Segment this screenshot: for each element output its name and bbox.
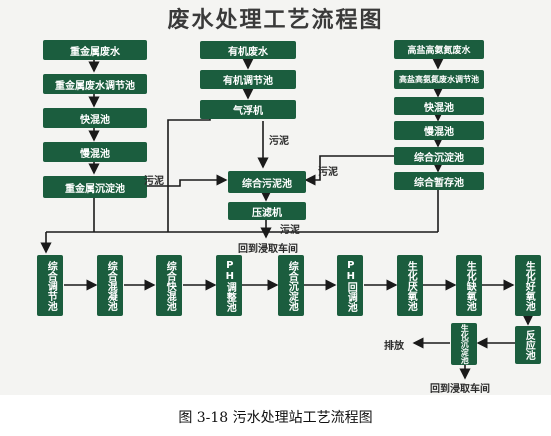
rapid-mixing-tank-right-box: 快混池 xyxy=(394,97,484,115)
comprehensive-sedimentation-tank-bottom-box: 综合沉淀池 xyxy=(278,255,304,316)
high-salt-ammonia-equalization-tank-box: 高盐高氨氮废水调节池 xyxy=(394,70,484,89)
sludge-label-press: 污泥 xyxy=(280,225,300,236)
sludge-label-right: 污泥 xyxy=(318,167,338,178)
discharge-label: 排放 xyxy=(384,341,404,352)
comprehensive-temporary-storage-tank-box: 综合暂存池 xyxy=(394,172,484,190)
sludge-label-left: 污泥 xyxy=(144,176,164,187)
heavy-metal-sedimentation-tank-box: 重金属沉淀池 xyxy=(43,176,147,198)
line-airflot xyxy=(167,109,220,232)
arrow-sludge-left xyxy=(146,174,228,187)
comprehensive-rapid-mixing-tank-box: 综合快混池 xyxy=(156,255,182,316)
anaerobic-tank-box: 生化厌氧池 xyxy=(397,255,423,316)
comprehensive-coagulation-tank-box: 综合混凝池 xyxy=(97,255,123,316)
reaction-tank-box: 反应池 xyxy=(515,326,541,364)
ph-readjustment-tank-box: PH回调池 xyxy=(337,255,363,316)
air-flotation-box: 气浮机 xyxy=(200,100,296,119)
organic-wastewater-box: 有机废水 xyxy=(200,41,296,59)
heavy-metal-equalization-tank-box: 重金属废水调节池 xyxy=(43,74,147,94)
comprehensive-equalization-tank-box: 综合调节池 xyxy=(37,255,63,316)
return-to-leaching-label-1: 回到浸取车间 xyxy=(238,244,298,255)
high-salt-ammonia-wastewater-box: 高盐高氨氮废水 xyxy=(394,40,484,59)
organic-equalization-tank-box: 有机调节池 xyxy=(200,70,296,89)
diagram-title: 废水处理工艺流程图 xyxy=(167,8,384,33)
filter-press-box: 压滤机 xyxy=(228,202,306,220)
slow-mixing-tank-right-box: 慢混池 xyxy=(394,121,484,140)
bio-sedimentation-tank-box: 生化沉淀池 xyxy=(451,323,477,365)
comprehensive-sedimentation-tank-top-box: 综合沉淀池 xyxy=(394,147,484,165)
ph-adjustment-tank-box: PH调整池 xyxy=(216,255,242,316)
heavy-metal-wastewater-box: 重金属废水 xyxy=(43,40,147,60)
arrow-sludge-right xyxy=(304,155,394,186)
aerobic-tank-box: 生化好氧池 xyxy=(515,255,541,316)
comprehensive-sludge-tank-box: 综合污泥池 xyxy=(228,171,306,193)
return-to-leaching-label-2: 回到浸取车间 xyxy=(430,384,490,395)
rapid-mixing-tank-left-box: 快混池 xyxy=(43,108,147,128)
anoxic-tank-box: 生化缺氧池 xyxy=(456,255,482,316)
sludge-label-mid: 污泥 xyxy=(269,136,289,147)
figure-caption: 图 3-18 污水处理站工艺流程图 xyxy=(178,410,373,426)
slow-mixing-tank-left-box: 慢混池 xyxy=(43,142,147,162)
